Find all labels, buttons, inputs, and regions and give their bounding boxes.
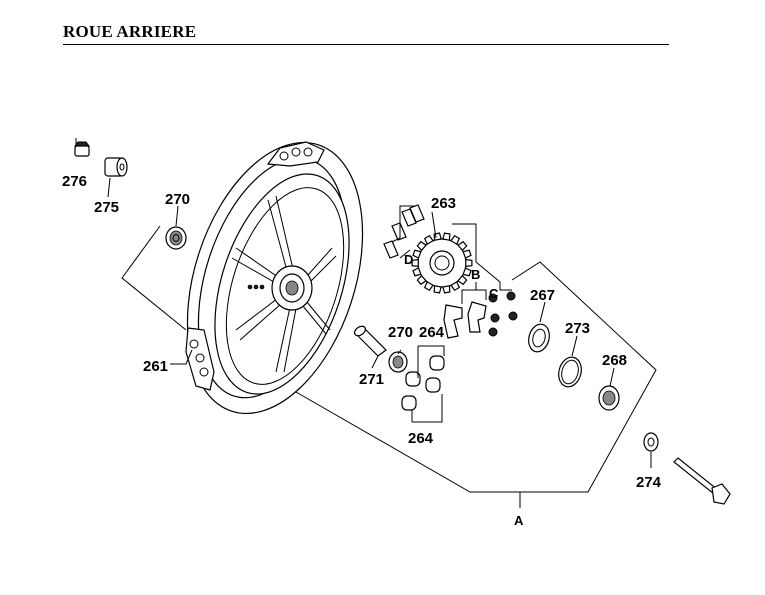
callout-267: 267 bbox=[530, 287, 555, 304]
nuts-C bbox=[488, 291, 518, 337]
sprocket-bolts-D bbox=[383, 204, 425, 259]
callout-271: 271 bbox=[359, 371, 384, 388]
sprocket-tooth bbox=[442, 232, 451, 241]
sprocket-tooth bbox=[442, 285, 451, 294]
sprocket-tooth bbox=[450, 281, 461, 292]
sprocket-263 bbox=[411, 232, 473, 294]
rear-wheel bbox=[185, 141, 364, 415]
spacer-275 bbox=[104, 157, 128, 177]
bearing-268 bbox=[598, 385, 620, 411]
callout-261: 261 bbox=[143, 358, 168, 375]
sprocket-tooth bbox=[450, 234, 461, 245]
callout-275: 275 bbox=[94, 199, 119, 216]
sprocket-tooth bbox=[457, 274, 468, 286]
lock-plates-B bbox=[443, 301, 487, 339]
callout-D: D bbox=[404, 252, 413, 267]
circlip-273 bbox=[558, 356, 582, 388]
sprocket-tooth bbox=[423, 234, 434, 245]
nut-276 bbox=[74, 141, 90, 157]
title-underline bbox=[63, 44, 669, 45]
sprocket-tooth bbox=[462, 249, 472, 259]
axle-bolt bbox=[673, 457, 731, 505]
sprocket-tooth bbox=[411, 258, 419, 268]
sprocket-tooth bbox=[465, 258, 473, 268]
wheel-hub bbox=[247, 265, 313, 311]
sprocket-tooth bbox=[423, 281, 434, 292]
callout-273: 273 bbox=[565, 320, 590, 337]
sprocket-tooth bbox=[462, 267, 472, 277]
sprocket-tooth bbox=[412, 249, 422, 259]
seal-267 bbox=[528, 323, 550, 353]
sprocket-tooth bbox=[416, 274, 427, 286]
callout-C: C bbox=[489, 286, 499, 301]
sprocket-tooth bbox=[412, 267, 422, 277]
callout-268: 268 bbox=[602, 352, 627, 369]
callout-276: 276 bbox=[62, 173, 87, 190]
callout-270-left: 270 bbox=[165, 191, 190, 208]
callout-263: 263 bbox=[431, 195, 456, 212]
callout-B: B bbox=[471, 267, 480, 282]
callout-264-bottom: 264 bbox=[408, 430, 434, 447]
axle-spacer-271 bbox=[353, 325, 387, 357]
bearing-270-right bbox=[388, 351, 408, 373]
bearing-270-left bbox=[165, 226, 187, 250]
callout-A: A bbox=[514, 513, 524, 528]
washer-274 bbox=[643, 432, 659, 452]
callout-274: 274 bbox=[636, 474, 662, 491]
dampers-264 bbox=[401, 355, 445, 411]
callout-264-top: 264 bbox=[419, 324, 445, 341]
sprocket-tooth bbox=[457, 240, 468, 252]
tire-tread bbox=[185, 141, 325, 391]
sprocket-tooth bbox=[433, 285, 442, 294]
callout-270-right: 270 bbox=[388, 324, 413, 341]
sprocket-tooth bbox=[416, 240, 427, 252]
leader-lines bbox=[75, 138, 657, 508]
page-title: ROUE ARRIERE bbox=[63, 22, 197, 41]
